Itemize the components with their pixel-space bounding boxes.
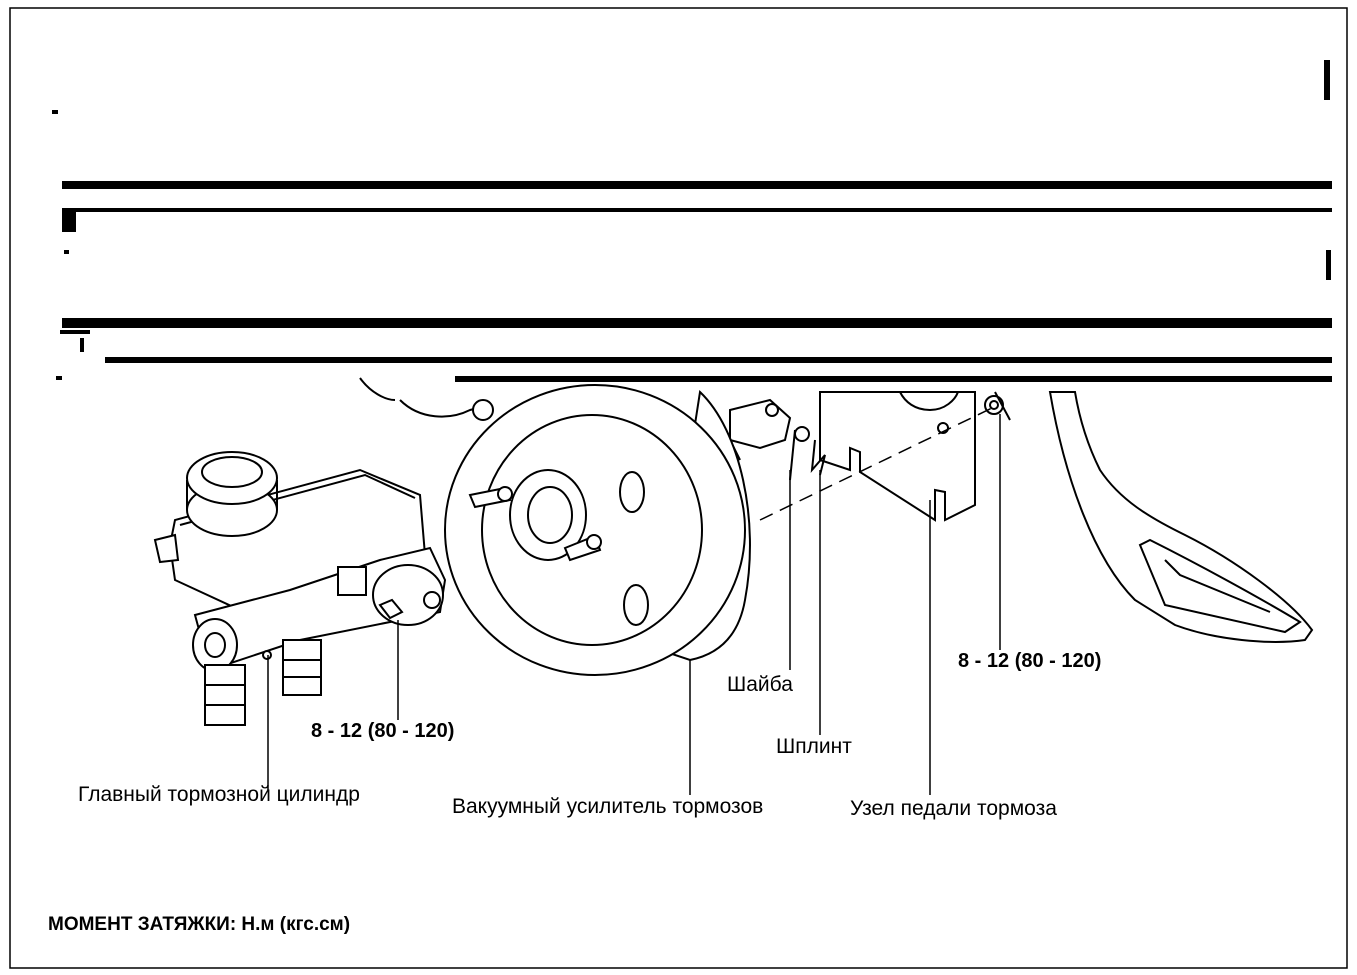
torque-label-master-cylinder: 8 - 12 (80 - 120) [311,720,455,742]
cotter-pin-label: Шплинт [776,735,852,758]
brake-booster-label: Вакуумный усилитель тормозов [452,795,764,818]
brake-pedal [1048,391,1314,643]
pedal-bracket [819,391,1011,522]
header-rules [52,60,1332,382]
clevis [719,398,826,481]
torque-units-note: МОМЕНТ ЗАТЯЖКИ: Н.м (кгс.см) [48,914,351,935]
page-border [9,7,1348,969]
washer-label: Шайба [727,673,793,696]
master-cylinder-label: Главный тормозной цилиндр [78,783,360,806]
leader-lines [267,414,1001,795]
torque-label-pedal: 8 - 12 (80 - 120) [958,650,1102,672]
master-cylinder [153,451,447,726]
brake-pedal-assembly-label: Узел педали тормоза [850,797,1057,820]
brake-booster [359,377,751,676]
